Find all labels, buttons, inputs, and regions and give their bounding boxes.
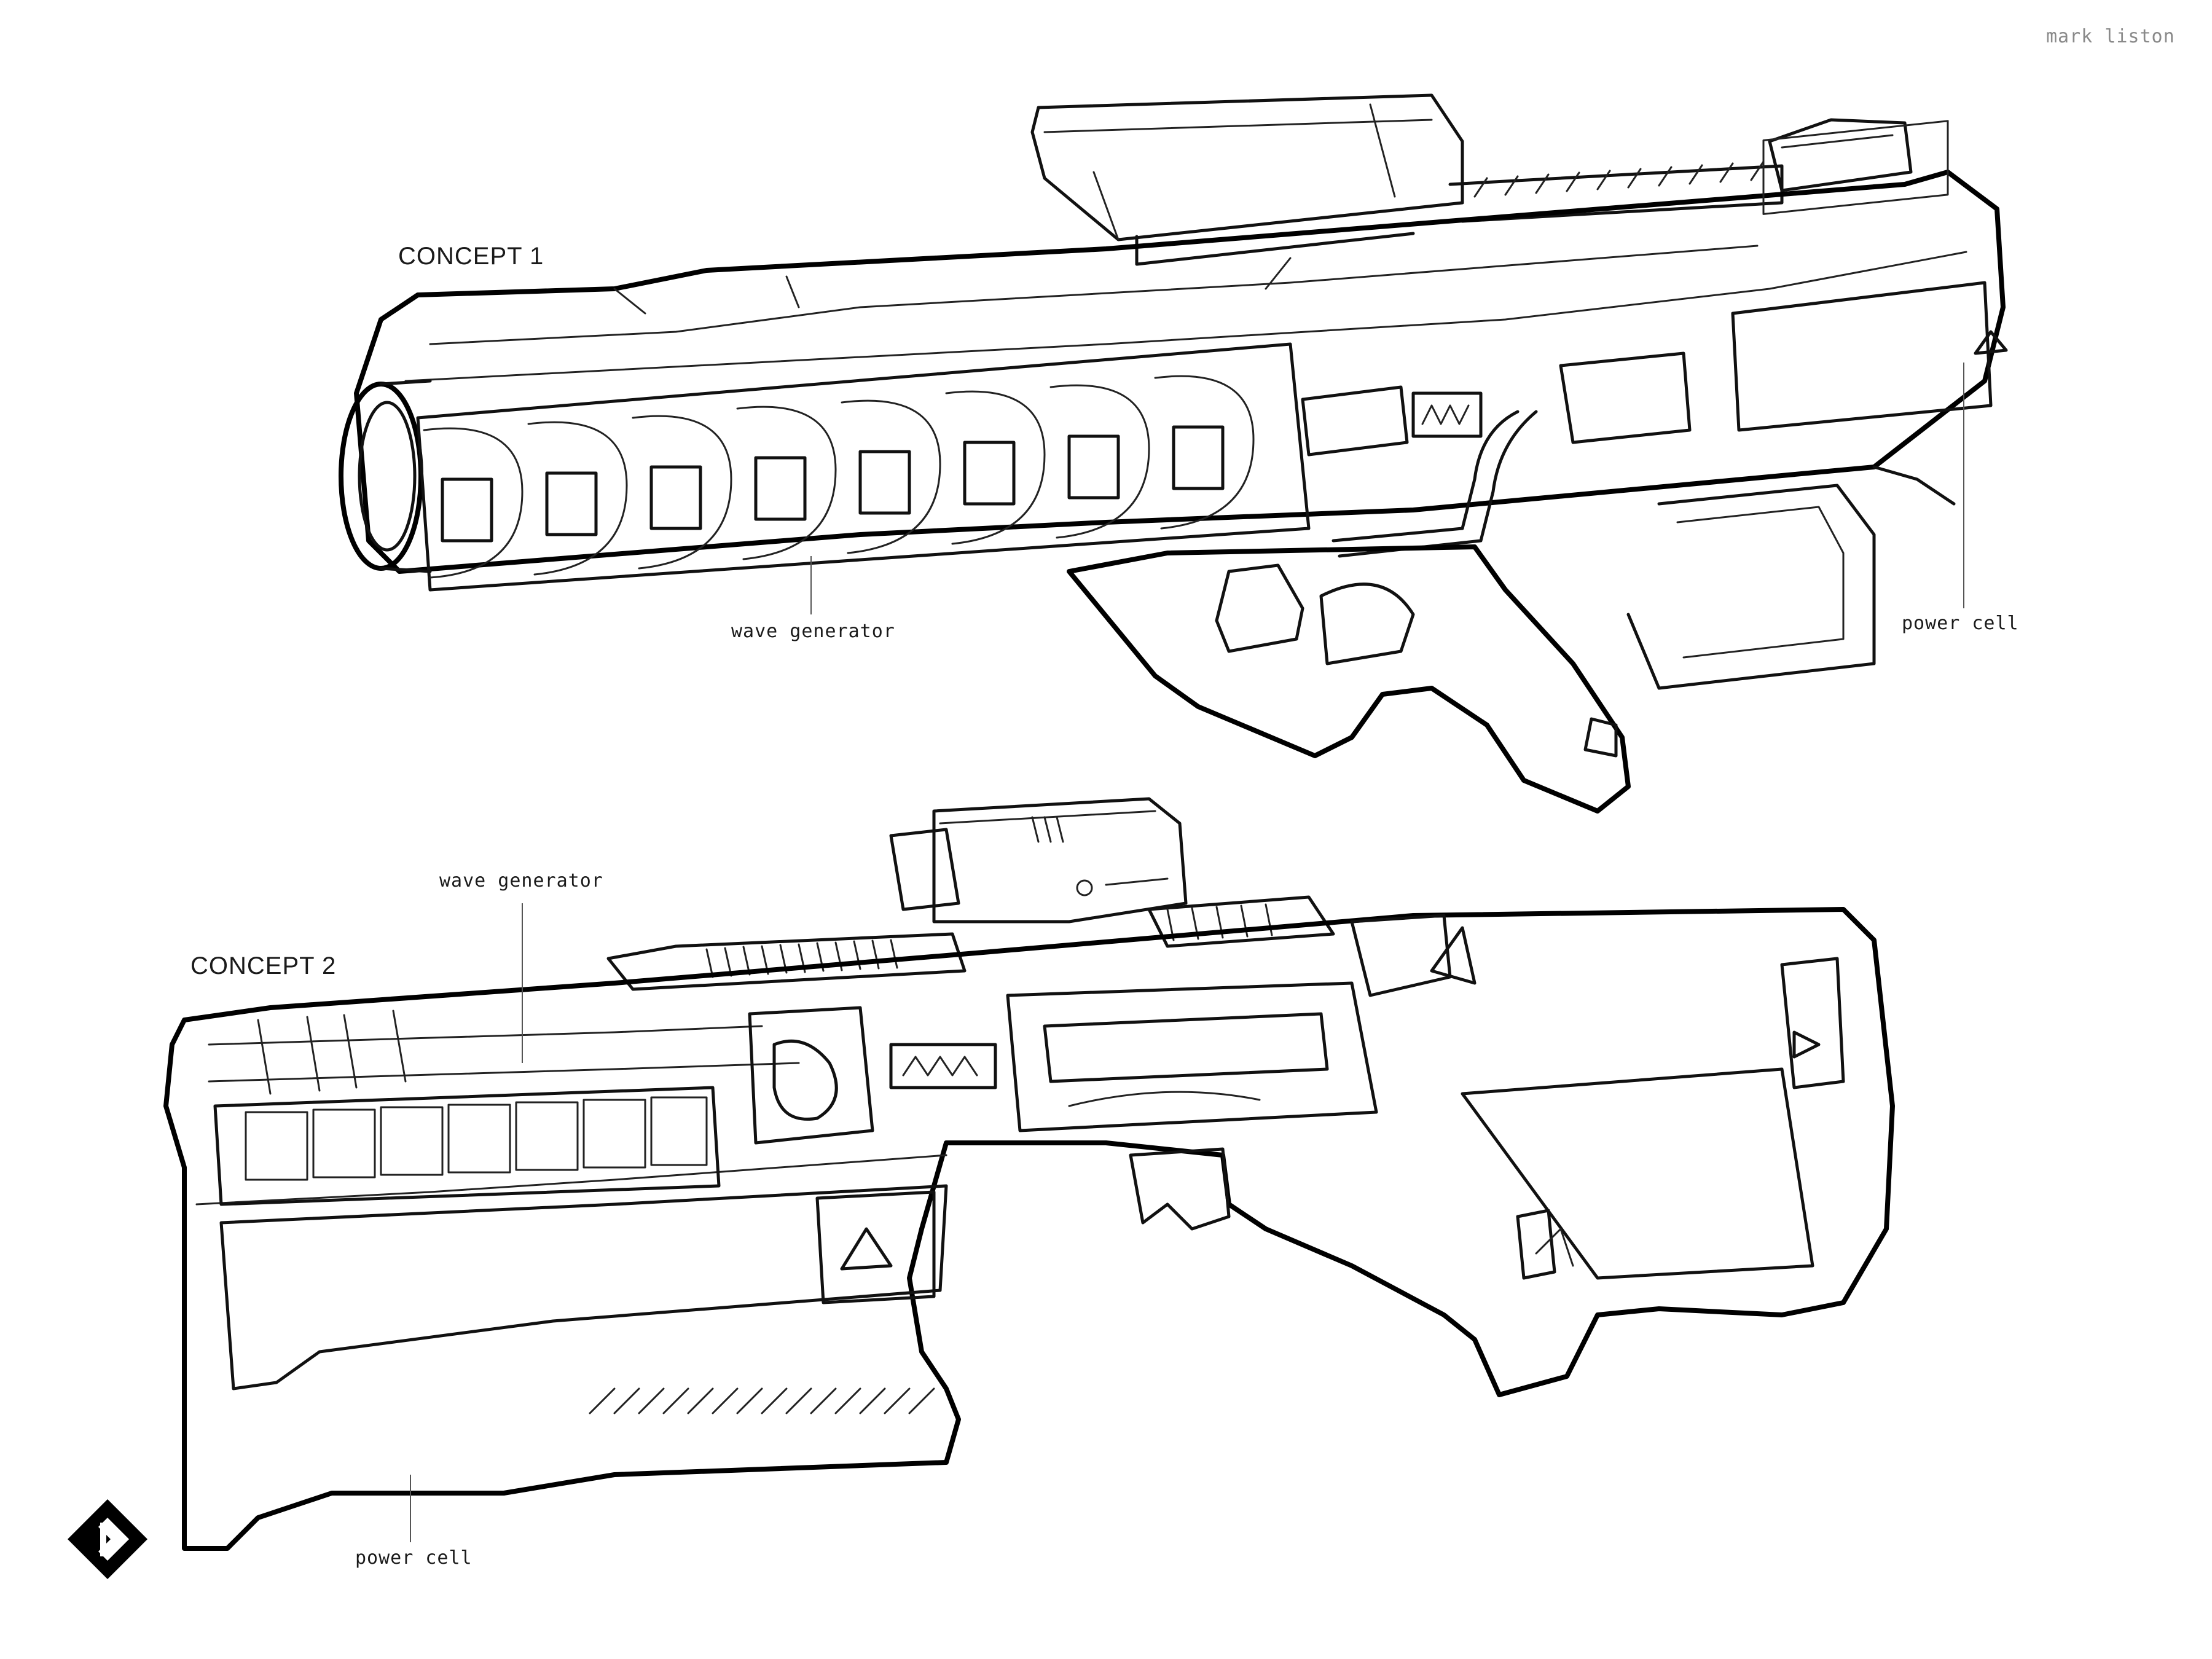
- concept-2-stock: [1350, 914, 1845, 1280]
- artist-signature: mark liston: [2046, 26, 2175, 47]
- concept-2-title: CONCEPT 2: [190, 952, 337, 979]
- concept-2-optic: [889, 797, 1188, 924]
- concept-1-wave-generator: [416, 342, 1311, 614]
- concept-1-receiver: [354, 170, 2006, 574]
- concept-1-power-cell: [1731, 120, 2008, 608]
- concept-2-chamber: [748, 981, 1378, 1145]
- concept-1-connectors: [1301, 351, 1692, 558]
- concept-1-power-cell-label: power cell: [1902, 613, 2019, 634]
- concept-2-weapon: [163, 797, 1895, 1551]
- concept-2-trigger: [1129, 1147, 1231, 1231]
- concept-2-wave-generator-label: wave generator: [439, 870, 603, 892]
- concept-1-title: CONCEPT 1: [398, 243, 544, 270]
- concept-2-power-cell-label: power cell: [355, 1547, 473, 1569]
- concept-2-power-cell: [219, 1184, 948, 1542]
- concept-2-receiver: [163, 907, 1895, 1551]
- concept-1-top-rail: [1448, 118, 1913, 223]
- concept-1-wave-generator-label: wave generator: [731, 621, 895, 642]
- concept-1-grip: [1067, 465, 1956, 814]
- concept-1-weapon: [339, 93, 2008, 814]
- concept-2-wave-generator: [213, 903, 721, 1206]
- concept-1-muzzle: [339, 379, 432, 573]
- studio-logo-icon: [68, 1499, 147, 1579]
